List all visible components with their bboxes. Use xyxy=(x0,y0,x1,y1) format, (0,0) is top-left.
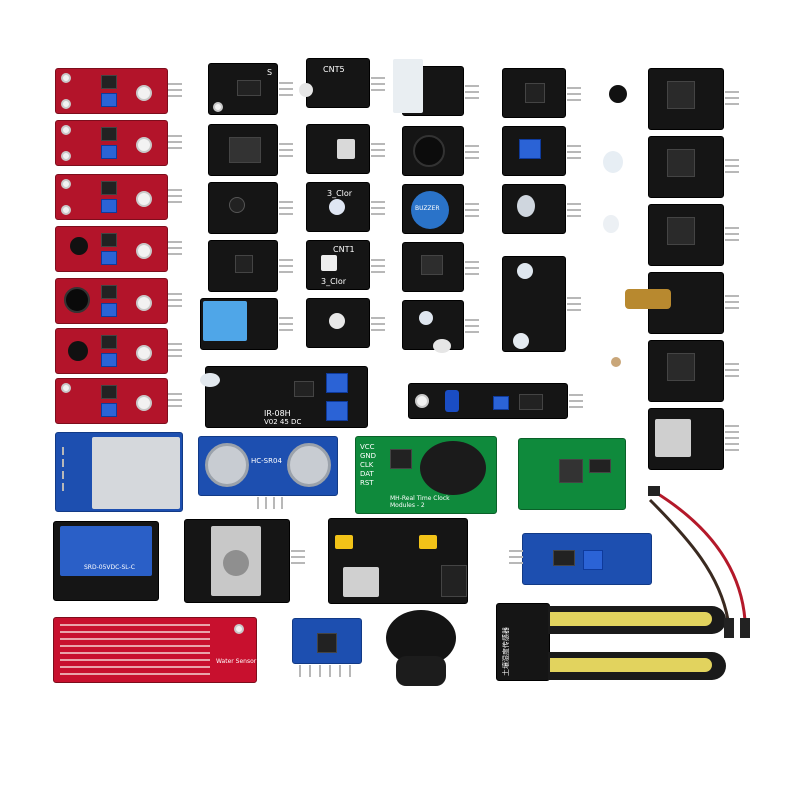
red-sensor-module xyxy=(55,120,182,166)
rtc-title-label: MH-Real Time Clock Modules - 2 xyxy=(390,495,450,509)
black-sensor-module xyxy=(502,126,581,176)
water-trace-lines xyxy=(60,624,210,678)
hc-sr04-label: HC-SR04 xyxy=(251,457,282,465)
rtc-pin-labels: VCC GND CLK DAT RST xyxy=(360,443,377,487)
three-clor-label: 3_Clor xyxy=(327,189,353,198)
black-sensor-module: CNT5 xyxy=(299,58,385,108)
red-sensor-module xyxy=(55,278,182,324)
black-sensor-module xyxy=(306,124,385,174)
black-sensor-module xyxy=(502,68,581,118)
rotary-encoder-module xyxy=(648,408,739,470)
black-sensor-module xyxy=(502,256,581,352)
water-sensor-module: Water Sensor xyxy=(53,617,257,683)
water-sensor-label: Water Sensor xyxy=(216,658,257,665)
black-sensor-module xyxy=(609,68,739,130)
black-sensor-module xyxy=(611,340,739,402)
dht-sensor-module xyxy=(200,298,293,350)
red-sensor-module xyxy=(55,378,182,424)
black-sensor-module xyxy=(402,242,479,292)
black-sensor-module xyxy=(208,124,293,176)
relay-label: SRD-05VDC-SL-C xyxy=(84,564,135,571)
relay-module: SRD-05VDC-SL-C xyxy=(53,521,159,601)
red-sensor-module xyxy=(55,328,182,374)
black-sensor-module: S xyxy=(208,63,293,115)
line-tracker-module xyxy=(408,383,583,419)
buzzer-label: BUZZER xyxy=(415,205,440,212)
joystick-module xyxy=(184,519,305,603)
soil-label: 土壤湿度传感器 xyxy=(502,627,510,676)
black-sensor-module: CNT1 3_Clor xyxy=(306,240,385,290)
s-label: S xyxy=(267,68,273,77)
step-down-module xyxy=(518,438,626,510)
three-clor-label: 3_Clor xyxy=(321,277,347,286)
cnt1-label: CNT1 xyxy=(333,245,355,254)
black-sensor-module xyxy=(208,182,293,234)
soil-moisture-module: 土壤湿度传感器 xyxy=(496,603,550,681)
blue-sensor-module xyxy=(509,533,652,585)
black-sensor-module xyxy=(208,240,293,292)
buzzer-module xyxy=(402,126,479,176)
soil-probe-lower xyxy=(548,652,726,680)
ir-08h-label: IR-08H xyxy=(264,409,291,418)
black-sensor-module xyxy=(402,300,479,353)
imu-module xyxy=(292,618,362,677)
red-sensor-module xyxy=(55,226,182,272)
cnt5-label: CNT5 xyxy=(323,65,345,74)
buzzer-module: BUZZER xyxy=(402,184,479,234)
red-sensor-module xyxy=(55,68,182,114)
black-sensor-module xyxy=(603,136,739,198)
red-sensor-module xyxy=(55,174,182,220)
black-sensor-module xyxy=(603,204,739,266)
black-sensor-module xyxy=(502,184,581,234)
laser-module xyxy=(625,272,739,334)
soil-probe-upper xyxy=(548,606,726,634)
joystick-base xyxy=(396,656,446,686)
voltage-label: V02 45 DC xyxy=(264,418,302,426)
power-supply-module xyxy=(328,518,468,604)
sd-card-module xyxy=(55,432,183,512)
black-sensor-module: 3_Clor xyxy=(306,182,385,232)
black-sensor-module xyxy=(393,59,479,116)
rtc-module: VCC GND CLK DAT RST MH-Real Time Clock Mo… xyxy=(355,436,497,514)
black-sensor-module xyxy=(306,298,385,348)
ultrasonic-module: HC-SR04 xyxy=(198,436,338,509)
